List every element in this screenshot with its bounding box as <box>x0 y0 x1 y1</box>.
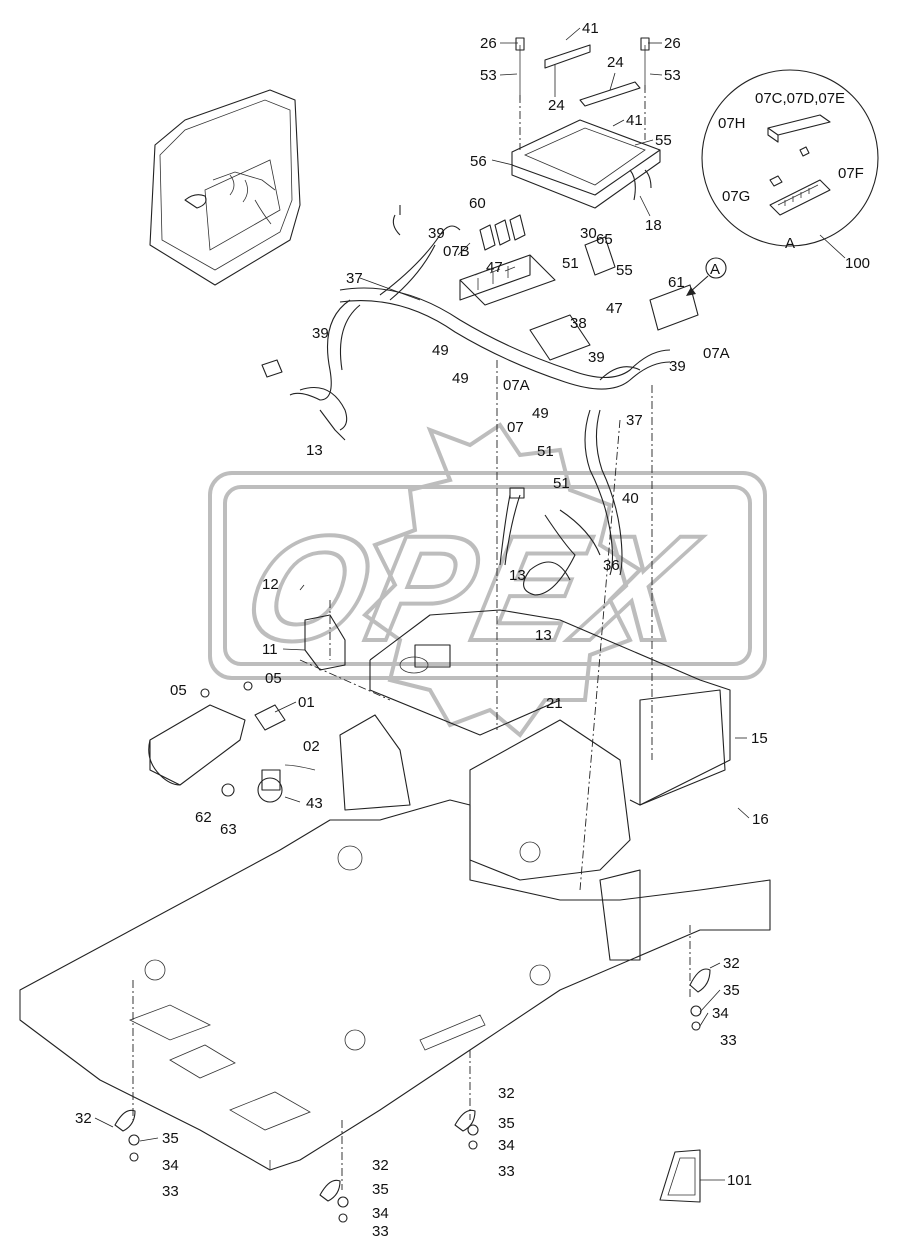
callout: 39 <box>312 325 329 342</box>
callout: 56 <box>470 153 487 170</box>
callout: 55 <box>655 132 672 149</box>
cab-frame <box>339 609 731 961</box>
callout: 18 <box>645 217 662 234</box>
callout: 51 <box>553 475 570 492</box>
detail-label-right: 07F <box>838 165 864 182</box>
callout: 49 <box>452 370 469 387</box>
callout: 07A <box>503 377 530 394</box>
detail-view-circle <box>701 69 879 247</box>
center-lines <box>132 85 691 1190</box>
callout: 51 <box>537 443 554 460</box>
callout: 39 <box>428 225 445 242</box>
callout: 41 <box>582 20 599 37</box>
callout: 05 <box>265 670 282 687</box>
callout: 53 <box>480 67 497 84</box>
callout: 53 <box>664 67 681 84</box>
callout: 13 <box>509 567 526 584</box>
callout: 35 <box>723 982 740 999</box>
callout: 33 <box>720 1032 737 1049</box>
callout: 34 <box>162 1157 179 1174</box>
callout: 41 <box>626 112 643 129</box>
callout: 07 <box>507 419 524 436</box>
callout: 30 <box>580 225 597 242</box>
callout: 39 <box>588 349 605 366</box>
callout: 11 <box>262 641 278 658</box>
callout: 05 <box>170 682 187 699</box>
callout: 65 <box>596 231 613 248</box>
callout: 32 <box>75 1110 92 1127</box>
callout: 32 <box>372 1157 389 1174</box>
callout: 26 <box>664 35 681 52</box>
callout: 36 <box>603 557 620 574</box>
callout: 26 <box>480 35 497 52</box>
callout: 13 <box>306 442 323 459</box>
callout: 07B <box>443 243 470 260</box>
callout: 37 <box>346 270 363 287</box>
callout: 15 <box>751 730 768 747</box>
callout: 16 <box>752 811 769 828</box>
callout: 33 <box>372 1223 389 1240</box>
callout: 07A <box>703 345 730 362</box>
callout: 33 <box>498 1163 515 1180</box>
callout: 32 <box>498 1085 515 1102</box>
detail-label-left-bottom: 07G <box>722 188 750 205</box>
callout: 37 <box>626 412 643 429</box>
watermark-outer-frame <box>208 471 767 680</box>
callout: 34 <box>498 1137 515 1154</box>
callout: 21 <box>546 695 563 712</box>
cab-inset <box>149 89 301 286</box>
leader-lines <box>94 27 750 1181</box>
callout: 47 <box>606 300 623 317</box>
callout: 34 <box>712 1005 729 1022</box>
part-101 <box>659 1149 701 1203</box>
callout: 24 <box>548 97 565 114</box>
callout: 35 <box>372 1181 389 1198</box>
watermark-inner-frame <box>223 485 752 666</box>
callout: 49 <box>432 342 449 359</box>
detail-view-ref: 100 <box>845 255 870 272</box>
callout: 35 <box>162 1130 179 1147</box>
callout: 47 <box>486 259 503 276</box>
callout: 39 <box>669 358 686 375</box>
detail-marker-a-label: A <box>710 261 720 278</box>
detail-view-a: 07C,07D,07E 07H 07G 07F A 100 <box>701 69 879 272</box>
callout: 55 <box>616 262 633 279</box>
callout: 40 <box>622 490 639 507</box>
watermark-text: OPEX <box>232 506 710 673</box>
callout: 01 <box>298 694 315 711</box>
callout: 12 <box>262 576 279 593</box>
detail-label-left-top: 07H <box>718 115 746 132</box>
callout: 32 <box>723 955 740 972</box>
callout: 24 <box>607 54 624 71</box>
watermark-gear <box>361 422 644 738</box>
callout: 43 <box>306 795 323 812</box>
floor-plate <box>19 799 771 1171</box>
detail-label-top: 07C,07D,07E <box>755 90 845 107</box>
callout: 33 <box>162 1183 179 1200</box>
callout: 38 <box>570 315 587 332</box>
callout: 35 <box>498 1115 515 1132</box>
callout: 101 <box>727 1172 752 1189</box>
ground-straps <box>114 968 711 1223</box>
callout: 51 <box>562 255 579 272</box>
detail-view-title: A <box>785 235 795 252</box>
detail-marker-a: A <box>686 257 727 296</box>
callout: 02 <box>303 738 320 755</box>
callout: 49 <box>532 405 549 422</box>
callout: 62 <box>195 809 212 826</box>
callout: 34 <box>372 1205 389 1222</box>
callout: 63 <box>220 821 237 838</box>
watermark: OPEX <box>208 422 767 738</box>
callout: 61 <box>668 274 685 291</box>
controller-assembly <box>511 37 661 209</box>
callouts: 26 41 26 53 53 24 24 41 55 56 18 60 39 0… <box>75 20 769 1240</box>
callout: 60 <box>469 195 486 212</box>
callout: 13 <box>535 627 552 644</box>
